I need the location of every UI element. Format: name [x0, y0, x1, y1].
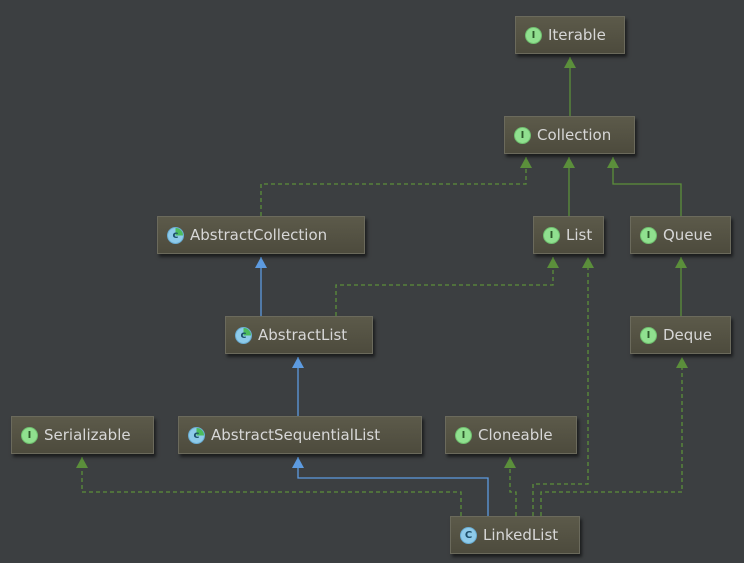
edge-collection-to-iterable — [564, 57, 576, 116]
arrowhead — [607, 157, 619, 168]
abstract-class-icon: c — [188, 426, 205, 444]
node-label: AbstractCollection — [190, 226, 328, 244]
edge-abstract-list-to-list — [335, 257, 559, 316]
node-linked-list[interactable]: C LinkedList — [450, 516, 580, 554]
node-label: Deque — [663, 326, 713, 344]
node-label: LinkedList — [483, 526, 559, 544]
interface-icon: I — [455, 426, 472, 444]
node-list[interactable]: I List — [533, 216, 604, 254]
node-iterable[interactable]: I Iterable — [515, 16, 625, 54]
edge-deque-to-queue — [675, 257, 687, 316]
arrowhead — [255, 257, 267, 268]
arrowhead — [675, 257, 687, 268]
class-icon: C — [460, 526, 477, 544]
edge-linked-list-to-serializable — [76, 457, 462, 516]
arrowhead — [292, 457, 304, 468]
node-label: AbstractList — [258, 326, 348, 344]
interface-icon: I — [543, 226, 560, 244]
interface-icon: I — [514, 126, 531, 144]
arrowhead — [564, 57, 576, 68]
abstract-class-icon: c — [235, 326, 252, 344]
edge-abstract-collection-to-collection — [260, 157, 532, 216]
node-abstract-collection[interactable]: c AbstractCollection — [157, 216, 365, 254]
node-label: AbstractSequentialList — [211, 426, 381, 444]
arrowhead — [563, 157, 575, 168]
edge-linked-list-to-list — [532, 257, 594, 516]
edge-list-to-collection — [563, 157, 575, 216]
arrowhead — [676, 357, 688, 368]
arrowhead — [582, 257, 594, 268]
node-abstract-sequential-list[interactable]: c AbstractSequentialList — [178, 416, 422, 454]
interface-icon: I — [525, 26, 542, 44]
node-label: Cloneable — [478, 426, 553, 444]
arrowhead — [76, 457, 88, 468]
node-serializable[interactable]: I Serializable — [11, 416, 154, 454]
arrowhead — [547, 257, 559, 268]
node-collection[interactable]: I Collection — [504, 116, 635, 154]
edge-abstract-list-to-abstract-collection — [255, 257, 267, 316]
node-label: Iterable — [548, 26, 606, 44]
edge-queue-to-collection — [607, 157, 682, 216]
edge-abstract-sequential-list-to-abstract-list — [292, 357, 304, 416]
node-label: Queue — [663, 226, 713, 244]
abstract-class-icon: c — [167, 226, 184, 244]
node-label: List — [566, 226, 593, 244]
edge-linked-list-to-deque — [540, 357, 688, 516]
edge-linked-list-to-cloneable — [504, 457, 517, 516]
interface-icon: I — [21, 426, 38, 444]
node-deque[interactable]: I Deque — [630, 316, 731, 354]
arrowhead — [504, 457, 516, 468]
interface-icon: I — [640, 226, 657, 244]
node-label: Collection — [537, 126, 612, 144]
node-abstract-list[interactable]: c AbstractList — [225, 316, 373, 354]
interface-icon: I — [640, 326, 657, 344]
arrowhead — [292, 357, 304, 368]
node-cloneable[interactable]: I Cloneable — [445, 416, 577, 454]
arrowhead — [520, 157, 532, 168]
edge-linked-list-to-abstract-sequential-list — [292, 457, 489, 516]
node-queue[interactable]: I Queue — [630, 216, 731, 254]
node-label: Serializable — [44, 426, 131, 444]
